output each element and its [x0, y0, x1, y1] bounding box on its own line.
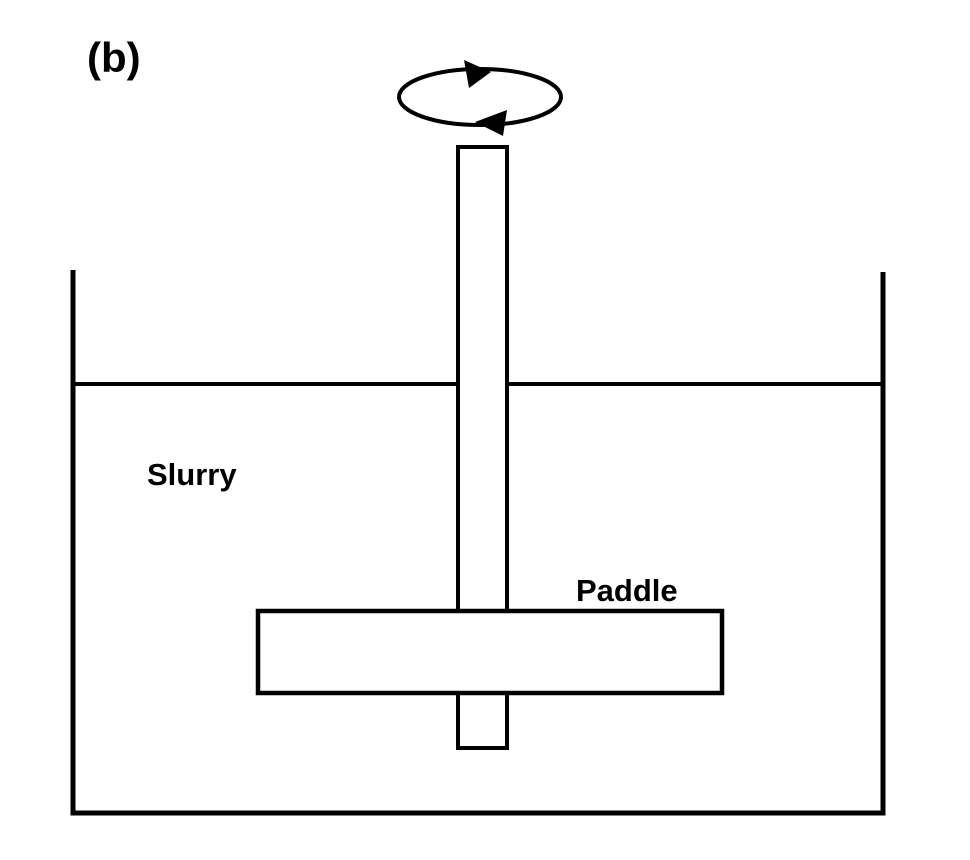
paddle-label: Paddle [576, 573, 678, 608]
paddle-blade [255, 608, 725, 696]
panel-label: (b) [87, 34, 141, 81]
rotation-arrowhead-bottom-left-icon [475, 110, 507, 136]
tank-outline [70, 270, 886, 816]
rotation-direction-icon [397, 60, 563, 136]
rotation-arrowhead-top-right-icon [464, 60, 491, 88]
slurry-label: Slurry [147, 457, 237, 492]
